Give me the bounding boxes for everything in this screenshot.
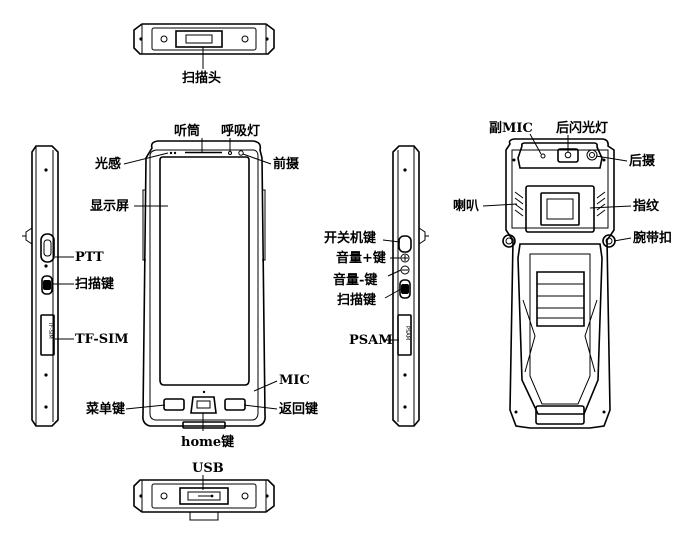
label-light-sensor: 光感: [94, 156, 121, 172]
top-view: [133, 23, 275, 69]
label-receiver: 听筒: [174, 123, 200, 139]
label-scan-key-left: 扫描键: [75, 276, 114, 292]
label-back-key: 返回键: [279, 401, 318, 417]
label-front-camera: 前摄: [273, 156, 300, 172]
label-home-key: home键: [181, 434, 234, 450]
label-scan-head: 扫描头: [182, 70, 221, 86]
label-mic: MIC: [279, 373, 310, 388]
label-breathing-light: 呼吸灯: [221, 123, 260, 139]
label-psam: PSAM: [349, 333, 393, 348]
label-secondary-mic: 副MIC: [489, 121, 533, 136]
label-scan-key-right: 扫描键: [337, 292, 376, 308]
psam-slot-text: PSAM: [404, 326, 410, 340]
label-display: 显示屏: [90, 199, 129, 214]
label-wrist-strap-buckle: 腕带扣: [633, 230, 672, 246]
label-fingerprint: 指纹: [633, 198, 660, 214]
label-rear-camera: 后摄: [629, 153, 656, 169]
label-speaker: 喇叭: [453, 198, 479, 214]
label-tf-sim: TF-SIM: [75, 332, 129, 347]
label-menu-key: 菜单键: [85, 401, 125, 417]
bottom-view: [133, 475, 275, 521]
tf-sim-slot-text: TF-SIM: [47, 321, 53, 339]
label-volume-down: 音量-键: [333, 272, 377, 288]
label-power-key: 开关机键: [324, 230, 376, 246]
label-ptt: PTT: [75, 250, 104, 265]
front-view: [142, 140, 266, 429]
right-side-view: PSAM: [392, 145, 429, 427]
label-rear-flash: 后闪光灯: [556, 120, 608, 136]
back-view: [502, 138, 616, 429]
label-volume-up: 音量+键: [336, 250, 386, 266]
left-side-view: TF-SIM: [22, 145, 59, 427]
label-usb: USB: [192, 461, 224, 476]
